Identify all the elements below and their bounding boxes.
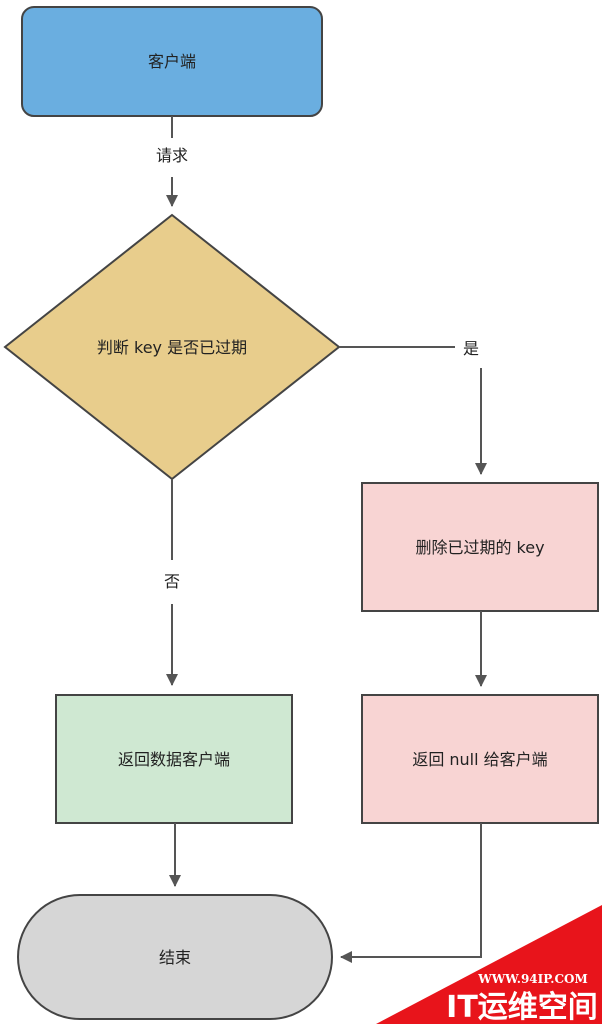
node-return-data: 返回数据客户端 — [55, 694, 293, 824]
delete-key-label: 删除已过期的 key — [415, 538, 544, 557]
end-label: 结束 — [159, 948, 191, 967]
client-label: 客户端 — [148, 52, 196, 71]
edge-request-label: 请求 — [156, 146, 188, 165]
decision-label: 判断 key 是否已过期 — [97, 338, 247, 357]
return-null-box — [361, 694, 599, 824]
node-client: 客户端 — [21, 6, 323, 117]
edge-null-to-end-line — [340, 823, 482, 963]
return-null-label: 返回 null 给客户端 — [412, 750, 547, 769]
return-data-label: 返回数据客户端 — [118, 750, 230, 769]
edge-null-to-end — [340, 823, 482, 963]
edge-yes-label: 是 — [463, 339, 479, 358]
watermark-title: IT运维空间 — [446, 990, 598, 1024]
return-data-box — [55, 694, 293, 824]
edge-yes: 是 — [339, 339, 487, 475]
node-decision: 判断 key 是否已过期 — [3, 213, 341, 481]
edge-no: 否 — [164, 479, 180, 686]
node-delete-key: 删除已过期的 key — [361, 482, 599, 612]
watermark-url: WWW.94IP.COM — [477, 972, 588, 986]
end-terminator — [17, 894, 333, 1020]
edge-no-label: 否 — [164, 572, 180, 591]
watermark-banner — [376, 905, 602, 1024]
delete-key-box — [361, 482, 599, 612]
node-end: 结束 — [17, 894, 333, 1020]
watermark: WWW.94IP.COM IT运维空间 — [376, 905, 602, 1024]
node-return-null: 返回 null 给客户端 — [361, 694, 599, 824]
edge-request: 请求 — [156, 116, 188, 207]
